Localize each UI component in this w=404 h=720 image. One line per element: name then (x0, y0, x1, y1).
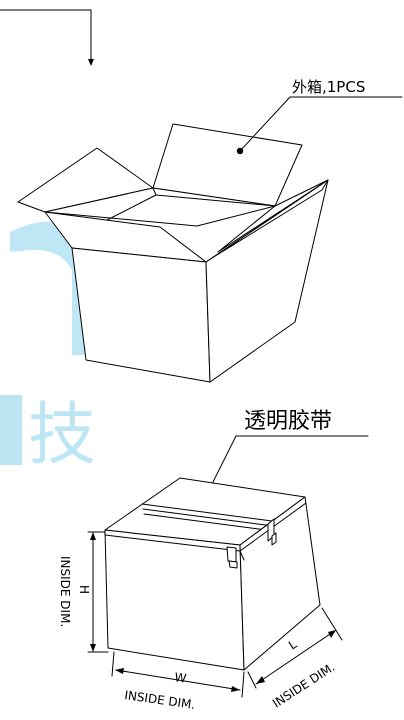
open-box (17, 123, 329, 383)
watermark-block (0, 395, 22, 465)
closed-box (104, 477, 321, 671)
watermark-glyph: 技 (28, 396, 96, 475)
outer-box-label: 外箱,1PCS (292, 78, 365, 96)
dimension-h (87, 531, 109, 653)
closed-front (104, 529, 245, 671)
tape-tab-front (226, 546, 237, 563)
front-face (71, 247, 211, 383)
flow-arrow (0, 9, 94, 66)
closed-right (239, 496, 321, 671)
clear-tape-label: 透明胶带 (244, 409, 332, 434)
dim-l-letter: L (286, 637, 299, 653)
dimension-l (247, 607, 343, 689)
dim-h-letter: H (77, 585, 91, 594)
dimension-w (111, 651, 245, 698)
outer-box-leader (236, 96, 403, 155)
dim-h-inside-label: INSIDE DIM. (58, 556, 72, 627)
dim-w-letter: W (174, 670, 188, 686)
dim-w-inside-label: INSIDE DIM. (124, 688, 197, 712)
